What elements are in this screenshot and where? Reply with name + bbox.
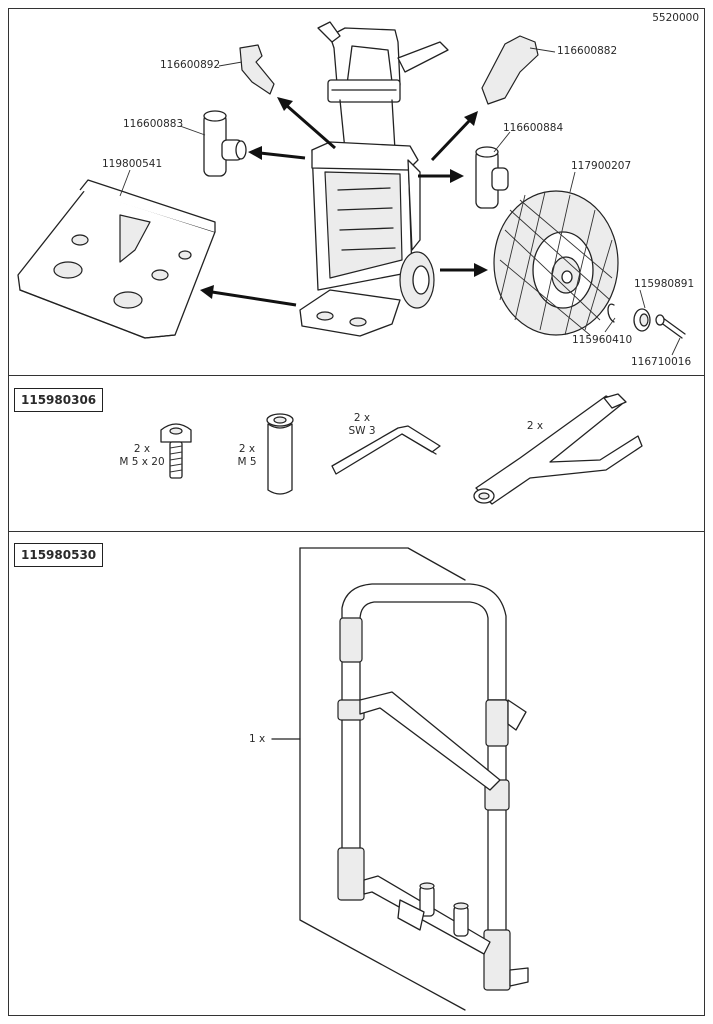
handle-grip-icon [473,393,643,505]
kit-1-item-4-qty: 2 x [526,420,544,432]
wheel-icon [493,190,619,336]
telescopic-frame-icon [337,583,529,991]
label-wheel: 117900207 [571,160,632,172]
clip-icon [607,303,615,323]
hand-truck-icon [299,21,449,337]
kit-1-item-2-qty: 2 x [238,443,256,455]
handle-cap-icon [239,44,275,95]
kit-1-item-1-qty: 2 x [133,443,151,455]
t-connector-left-icon [203,110,247,177]
kit-1-item-1-spec: M 5 x 20 [119,456,165,468]
hex-key-icon [331,425,441,475]
section-divider-2 [8,531,705,532]
label-t-connector-right: 116600884 [503,122,564,134]
label-clip: 115960410 [572,334,633,346]
label-t-connector-left: 116600883 [123,118,184,130]
label-handle-cap: 116600892 [160,59,221,71]
drawing-frame [8,8,705,1016]
label-platform: 119800541 [102,158,163,170]
kit-1-item-3-spec: SW 3 [348,425,376,437]
qty-bracket [299,547,466,1011]
kit-1-id: 115980306 [14,388,104,412]
kit-2-qty: 1 x [249,733,266,745]
t-connector-right-icon [475,146,509,209]
section-divider-1 [8,375,705,376]
leader-lines [119,47,681,356]
kit-2-id: 115980530 [14,543,104,567]
explode-arrows [200,97,488,307]
label-screw: 116710016 [631,356,692,368]
platform-icon [17,179,216,339]
corner-cap-icon [481,35,539,105]
bolt-icon [160,423,192,479]
sleeve-nut-icon [266,413,294,495]
screw-icon [655,314,686,339]
kit-1-item-2-spec: M 5 [237,456,257,468]
label-washer: 115980891 [634,278,695,290]
kit-1-item-3-qty: 2 x [353,412,371,424]
washer-icon [633,308,651,332]
label-corner-cap: 116600882 [557,45,618,57]
document-id: 5520000 [652,12,699,24]
